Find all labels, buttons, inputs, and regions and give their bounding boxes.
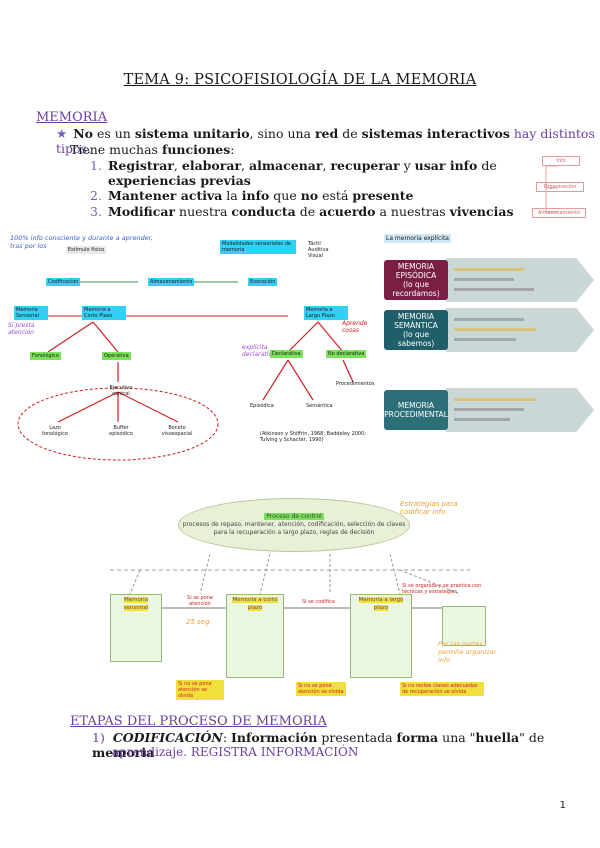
fonologico-box: Fonológico: [30, 352, 61, 360]
si-presta-note: Si presta atención: [8, 322, 35, 336]
no-atencion-label-2: Si no se pone atención se olvida: [296, 682, 346, 696]
operativa-box: Operativa: [102, 352, 131, 360]
si-codifica-label: Si se codifica: [302, 599, 335, 605]
procedural-memory-box: MEMORIA PROCEDIMENTAL: [384, 390, 448, 430]
flow-sensorial-box: Memoria sensorial: [110, 594, 162, 662]
function-item-1: 1.Registrar, elaborar, almacenar, recupe…: [90, 158, 497, 188]
function-item-3: 3.Modificar nuestra conducta de acuerdo …: [90, 204, 514, 219]
mini-box-organizacion: Organización: [536, 182, 584, 192]
memoria-corto-box: Memoria a Corto Plazo: [82, 306, 126, 320]
episodica-box: Episódica: [250, 403, 274, 409]
estimulo-label: Estímulo físico: [66, 246, 107, 254]
memory-types-panel: La memoria explícita MEMORIA EPISÓDICA(l…: [384, 232, 594, 452]
lazo-fonologico-box: Lazo fonológico: [42, 425, 68, 437]
buffer-episodico-box: Buffer episódico: [109, 425, 133, 437]
star-icon: ★: [56, 126, 68, 141]
declarativa-box: Declarativa: [270, 350, 303, 358]
memory-types-header: La memoria explícita: [384, 234, 451, 243]
function-item-2: 2.Mantener activa la info que no está pr…: [90, 188, 414, 203]
semantica-box: Semántica: [306, 403, 333, 409]
step-codificacion: 1)CODIFICACIÓN: Información presentada f…: [92, 730, 545, 760]
page-number: 1: [559, 800, 566, 811]
procedimientos-box: Procedimientos: [336, 381, 375, 387]
aprende-note: Aprende cosas: [342, 320, 368, 334]
section-heading-memoria: MEMORIA: [36, 110, 108, 125]
mini-box-almacenamiento: Almacenamiento: [532, 208, 586, 218]
evocacion-label: Evocación: [248, 278, 278, 286]
modalidades-label: Modalidades sensoriales de memoria: [220, 240, 296, 254]
section-heading-etapas: ETAPAS DEL PROCESO DE MEMORIA: [70, 714, 327, 729]
mini-diagram-connectors: [545, 165, 558, 213]
procedural-line-3: [454, 418, 510, 421]
procedural-line-1: [454, 398, 536, 401]
episodic-line-3: [454, 288, 534, 291]
semantic-line-2: [454, 328, 536, 331]
flow-connectors: [110, 553, 470, 609]
citation: (Atkinson y Shiffrin, 1968; Baddeley 200…: [260, 431, 366, 443]
flow-corto-box: Memoria a corto plazo: [226, 594, 284, 678]
flow-retrieval-box: [442, 606, 486, 646]
seg-note: 25 seg: [186, 618, 210, 626]
episodic-line-1: [454, 268, 524, 271]
partes-note: Por las partes permite organizar info: [438, 640, 497, 664]
procedural-line-2: [454, 408, 524, 411]
handwritten-note-top: 100% info consciente y durante a aprende…: [10, 234, 153, 250]
page-title: TEMA 9: PSICOFISIOLOGÍA DE LA MEMORIA: [123, 72, 477, 88]
bullet-definition: ★No es un sistema unitario, sino una red…: [56, 126, 595, 156]
strategies-note: Estrategias para codificar info: [400, 500, 458, 516]
semantic-memory-box: MEMORIA SEMÁNTICA(lo que sabemos): [384, 310, 448, 350]
boceto-visoespacial-box: Boceto visoespacial: [161, 425, 193, 437]
episodic-memory-box: MEMORIA EPISÓDICA(lo que recordamos): [384, 260, 448, 300]
mini-box-info: Info: [542, 156, 580, 166]
memoria-sensorial-box: Memoria Sensorial: [14, 306, 48, 320]
no-atencion-label: Si no se pone atención se olvida: [176, 680, 224, 700]
explicita-note: explícita declarativa: [242, 344, 276, 358]
semantic-line-3: [454, 338, 516, 341]
memory-model-diagram: 100% info consciente y durante a aprende…: [8, 232, 378, 462]
no-declarativa-box: No declarativa: [326, 350, 367, 358]
semantic-line-1: [454, 318, 524, 321]
ejecutivo-central-box: Ejecutivo central: [109, 385, 133, 397]
almacenamiento-label: Almacenamiento: [148, 278, 195, 286]
modalidades-list: Táctil Auditiva Visual: [308, 241, 329, 259]
functions-intro: Tiene muchas funciones:: [70, 142, 235, 157]
no-claves-label: Si no recibe claves adecuadas de recuper…: [400, 682, 484, 696]
functions-mini-diagram: Info Organización Almacenamiento: [506, 152, 588, 232]
codificacion-label: Codificación: [46, 278, 81, 286]
si-atencion-label: Si se pone atención: [187, 595, 213, 607]
episodic-line-2: [454, 278, 514, 281]
step-codificacion-line2: aprendizaje. REGISTRA INFORMACIÓN: [112, 745, 359, 759]
si-organiza-label: Si se organiza y se practica con técnica…: [402, 583, 482, 595]
memoria-largo-box: Memoria a Largo Plazo: [304, 306, 348, 320]
flow-largo-box: Memoria a largo plazo: [350, 594, 412, 678]
